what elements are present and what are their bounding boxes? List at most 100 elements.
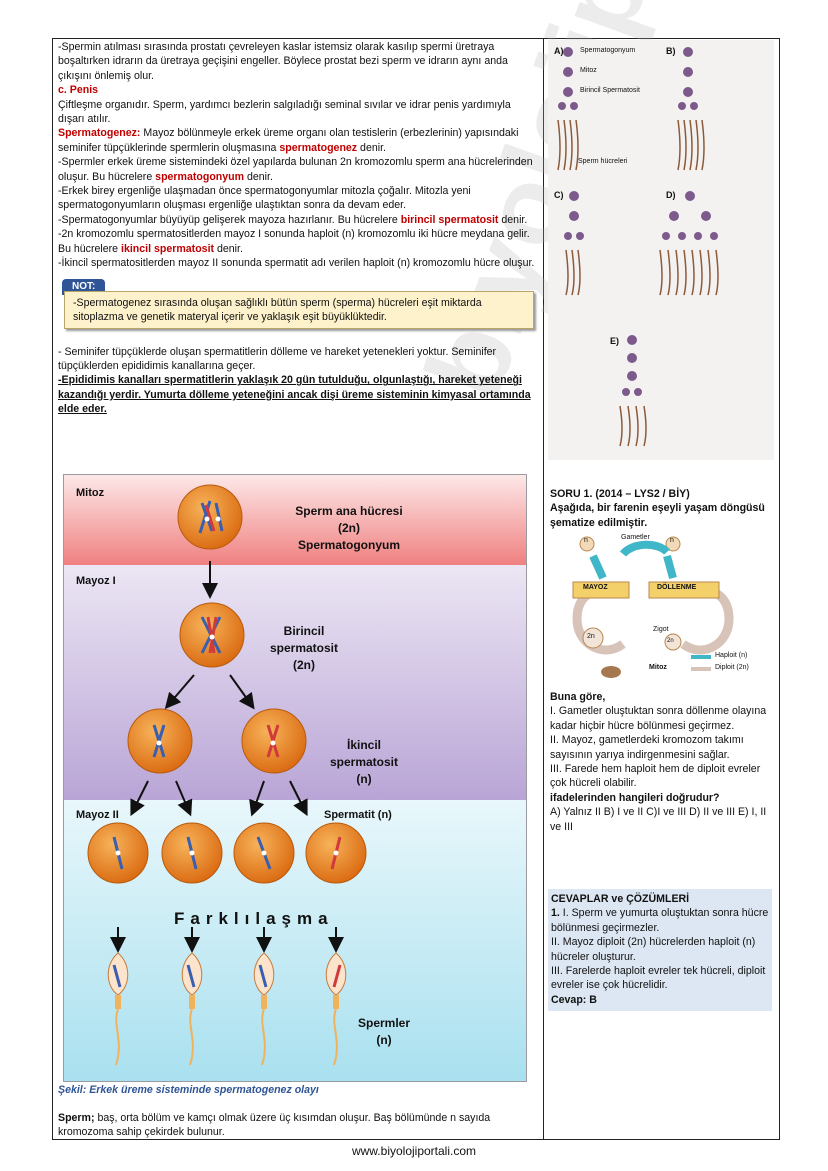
mitoz-paragraph: -Erkek birey ergenliğe ulaşmadan önce sp… <box>58 185 471 212</box>
n-label: n <box>584 537 588 544</box>
caption-line: Spermatogonyum <box>297 538 400 552</box>
birincil-term: birincil spermatosit <box>400 213 499 226</box>
ikincil-term: ikincil spermatosit <box>121 242 215 255</box>
caption-line: Sperm ana hücresi <box>295 504 403 518</box>
prostat-paragraph: -Spermin atılması sırasında prostatı çev… <box>58 41 508 82</box>
caption-line: (2n) <box>293 658 315 672</box>
mayoz1-label: Mayoz I <box>76 575 116 587</box>
page-frame <box>52 38 780 1140</box>
ikincil-caption: İkincil spermatosit (n) <box>314 737 414 788</box>
gametler-label: Gametler <box>621 534 650 541</box>
p6-end: denir. <box>498 213 528 226</box>
n-label: n <box>670 537 674 544</box>
figure-caption: Şekil: Erkek üreme sisteminde spermatoge… <box>58 1084 319 1096</box>
question-stem: Aşağıda, bir farenin eşeyli yaşam döngüs… <box>550 502 765 529</box>
buna-gore: Buna göre, <box>550 691 606 703</box>
spermatogenez-text-end: denir. <box>357 141 386 154</box>
note-box: -Spermatogenez sırasında oluşan sağlıklı… <box>64 290 534 330</box>
caption-line: (n) <box>356 772 372 786</box>
spermler-caption: Spermler (n) <box>344 1015 424 1049</box>
birincil-spermatosit-cell <box>179 602 245 668</box>
answer-key: Cevap: B <box>551 993 597 1006</box>
answer-line-1: 1. I. Sperm ve yumurta oluştuktan sonra … <box>551 906 769 935</box>
spermatogenez-text: Mayoz bölünmeyle erkek üreme organı olan… <box>58 127 519 154</box>
2n-label: 2n <box>667 638 674 644</box>
column-divider <box>543 38 544 1140</box>
spermatogonyum-paragraph: -Spermler erkek üreme sistemindeki özel … <box>58 155 538 184</box>
epididimis-paragraph: -Epididimis kanalları spermatitlerin yak… <box>58 374 531 416</box>
question-statements: Buna göre, I. Gametler oluştuktan sonra … <box>550 690 774 834</box>
lifecycle-graphics <box>572 536 734 678</box>
spermatit-cell-4 <box>305 822 367 884</box>
spermatogenez-term-2: spermatogenez <box>279 141 358 154</box>
question-block: SORU 1. (2014 – LYS2 / BİY) Aşağıda, bir… <box>550 487 774 530</box>
2n-label: 2n <box>587 633 595 640</box>
option-c-label: C) <box>554 190 564 200</box>
spermatit-paragraph: -İkincil spermatositlerden mayoz II sonu… <box>58 257 535 270</box>
caption-line: İkincil <box>346 738 381 752</box>
caption-line: Spermler <box>357 1016 411 1030</box>
spermatogenez-term: Spermatogenez: <box>58 127 141 140</box>
sperm-4 <box>325 952 347 1066</box>
option-a-label: A) <box>554 46 564 56</box>
caption-line: (2n) <box>338 521 360 535</box>
sperm-text: baş, orta bölüm ve kamçı olmak üzere üç … <box>58 1112 491 1139</box>
haploit-legend: Haploit (n) <box>715 652 748 659</box>
spermatogonyum-term: spermatogonyum <box>155 170 245 183</box>
caption-line: Birincil <box>283 624 325 638</box>
option-a-line: Spermatogonyum <box>580 47 636 54</box>
question-title: SORU 1. (2014 – LYS2 / BİY) <box>550 488 690 500</box>
answers-title: CEVAPLAR ve ÇÖZÜMLERİ <box>551 893 690 905</box>
sperm-2 <box>181 952 203 1066</box>
spermatogenez-paragraph: Spermatogenez: Mayoz bölünmeyle erkek ür… <box>58 126 538 155</box>
mitoz-band <box>64 475 526 565</box>
option-a-line: Sperm hücreleri <box>578 158 628 165</box>
caption-line: spermatosit <box>329 755 399 769</box>
answer-choices: A) Yalnız II B) I ve II C)I ve III D) II… <box>550 806 767 833</box>
diploit-legend: Diploit (2n) <box>715 664 749 671</box>
statement-3: III. Farede hem haploit hem de diploit e… <box>550 763 761 790</box>
penis-heading: c. Penis <box>58 84 99 97</box>
ikincil-spermatosit-cell-2 <box>241 708 307 774</box>
sperm-paragraph: Sperm; baş, orta bölüm ve kamçı olmak üz… <box>58 1111 538 1140</box>
option-e-label: E) <box>610 336 619 346</box>
sperm-term: Sperm; <box>58 1112 95 1124</box>
p7-text: -2n kromozomlu spermatositlerden mayoz I… <box>58 228 530 255</box>
options-image: A) B) C) D) E) Spermatogonyum Mitoz Biri… <box>548 40 774 460</box>
mayoz-label: MAYOZ <box>583 584 608 591</box>
option-a-line: Birincil Spermatosit <box>580 87 640 94</box>
answer-line-2: II. Mayoz diploit (2n) hücrelerden haplo… <box>551 936 756 963</box>
spermatit-cell-1 <box>87 822 149 884</box>
birincil-paragraph: -Spermatogonyumlar büyüyüp gelişerek may… <box>58 213 538 227</box>
spermatogonyum-caption: Sperm ana hücresi (2n) Spermatogonyum <box>264 503 434 554</box>
answer-line-3: III. Farelerde haploit evreler tek hücre… <box>551 965 766 992</box>
spermatit-cell-2 <box>161 822 223 884</box>
options-diagram <box>557 47 719 447</box>
answer-text: I. Sperm ve yumurta oluştuktan sonra hüc… <box>551 907 769 934</box>
dollenme-label: DÖLLENME <box>657 584 697 591</box>
footer-url: www.biyolojiportali.com <box>351 1144 477 1158</box>
farklilasma-label: Farklılaşma <box>174 909 334 928</box>
note-block: NOT: -Spermatogenez sırasında oluşan sağ… <box>58 278 538 331</box>
p4-end: denir. <box>244 170 273 183</box>
question-prompt: ifadelerinden hangileri doğrudur? <box>550 791 720 804</box>
statement-1: I. Gametler oluştuktan sonra döllenme ol… <box>550 705 767 732</box>
p6-text: -Spermatogonyumlar büyüyüp gelişerek may… <box>58 213 401 226</box>
birincil-caption: Birincil spermatosit (2n) <box>254 623 354 674</box>
sperm-1 <box>107 952 129 1066</box>
figure-graphics <box>87 484 367 1066</box>
answer-number: 1. <box>551 907 560 920</box>
option-a-line: Mitoz <box>580 67 597 74</box>
mouse-life-cycle-diagram: n n Gametler MAYOZ DÖLLENME 2n 2n Zigot … <box>563 534 773 684</box>
mitoz-label: Mitoz <box>76 487 105 499</box>
mayoz2-label: Mayoz II <box>76 809 119 821</box>
ikincil-paragraph: -2n kromozomlu spermatositlerden mayoz I… <box>58 227 538 256</box>
answers-box: CEVAPLAR ve ÇÖZÜMLERİ 1. I. Sperm ve yum… <box>548 889 772 1011</box>
penis-paragraph: Çiftleşme organıdır. Sperm, yardımcı bez… <box>58 98 511 126</box>
spermatogonyum-cell <box>177 484 243 550</box>
caption-line: spermatosit <box>269 641 339 655</box>
spermatogenez-figure: Mitoz Mayoz I Mayoz II <box>63 474 527 1082</box>
spermatit-cell-3 <box>233 822 295 884</box>
zigot-label: Zigot <box>653 626 669 633</box>
left-column-text: -Spermin atılması sırasında prostatı çev… <box>58 40 538 417</box>
